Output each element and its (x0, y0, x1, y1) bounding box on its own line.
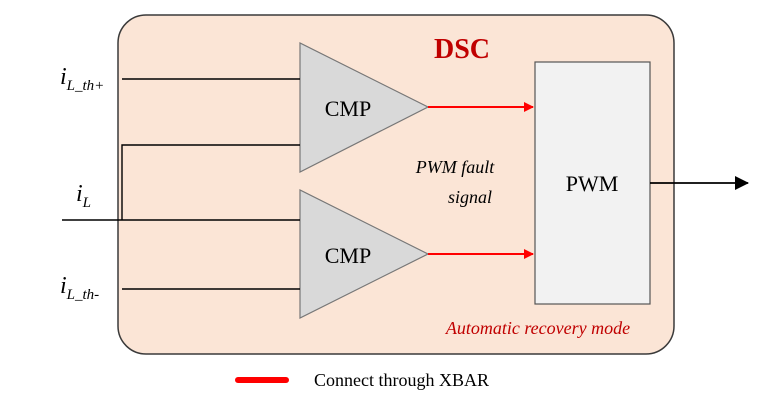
input-label-il: iL (76, 181, 91, 211)
legend-label: Connect through XBAR (314, 370, 489, 390)
cmp-top-triangle (299, 42, 430, 173)
cmp-bottom-label: CMP (325, 243, 371, 268)
pwm-block (534, 61, 651, 305)
input-label-ith-minus: iL_th- (60, 273, 99, 303)
fault-signal-line2: signal (448, 187, 492, 207)
dsc-title: DSC (434, 34, 490, 65)
cmp-bottom-triangle (299, 189, 430, 319)
pwm-label: PWM (566, 171, 619, 196)
recovery-mode-label: Automatic recovery mode (445, 318, 630, 338)
wire-il-top (121, 144, 300, 220)
cmp-top-label: CMP (325, 96, 371, 121)
input-label-ith-plus: iL_th+ (60, 64, 104, 94)
fault-signal-line1: PWM fault (415, 157, 495, 177)
